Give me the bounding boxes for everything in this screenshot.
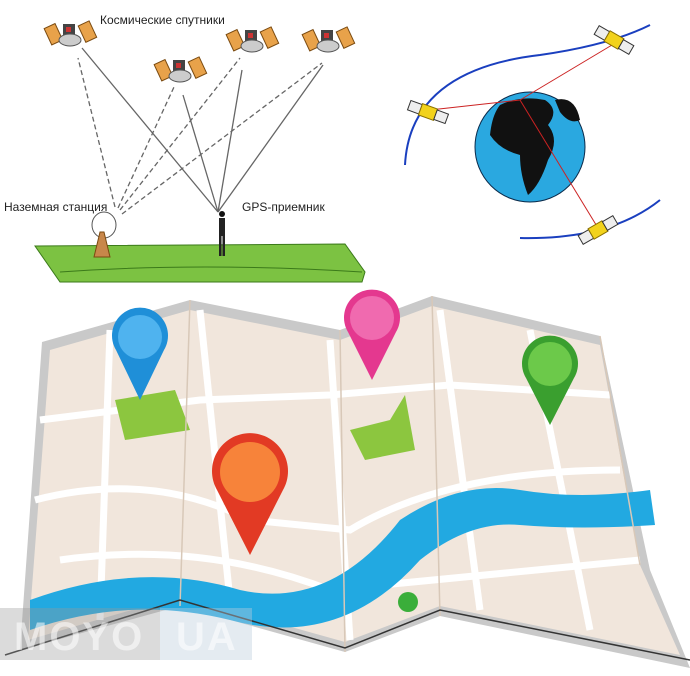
map-pin-orange-icon[interactable]: [212, 433, 288, 555]
satellite-icon: [225, 26, 280, 53]
map-pin-green-icon[interactable]: [522, 335, 578, 425]
ground-station-label: Наземная станция: [4, 200, 107, 214]
satellite-icon: [577, 214, 619, 246]
watermark-right: UA: [176, 615, 238, 659]
river: [30, 488, 655, 630]
signal-lines: [429, 44, 613, 229]
park: [115, 390, 190, 440]
watermark: MOYO UA: [0, 608, 252, 660]
map-surface: [28, 306, 680, 655]
park: [350, 395, 415, 460]
receiver-label: GPS-приемник: [242, 200, 325, 214]
gps-system-diagram: Космические спутники Наземная станция GP…: [4, 13, 366, 283]
ground-station-dish-icon: [91, 211, 117, 258]
map-pin-blue-icon[interactable]: [112, 307, 168, 400]
ground-plane: [34, 243, 366, 283]
satellites-label: Космические спутники: [100, 13, 225, 27]
satellite-icon: [153, 56, 208, 83]
park: [398, 592, 418, 612]
watermark-left: MOYO: [14, 615, 144, 659]
satellite-icon: [43, 20, 98, 47]
satellite-icon: [593, 24, 635, 56]
folded-map: [4, 295, 690, 668]
satellite-icon: [301, 26, 356, 53]
signal-lines: [77, 47, 324, 215]
person-icon: [219, 211, 225, 256]
earth-orbit-diagram: [404, 24, 661, 246]
map-pin-pink-icon[interactable]: [344, 289, 400, 380]
